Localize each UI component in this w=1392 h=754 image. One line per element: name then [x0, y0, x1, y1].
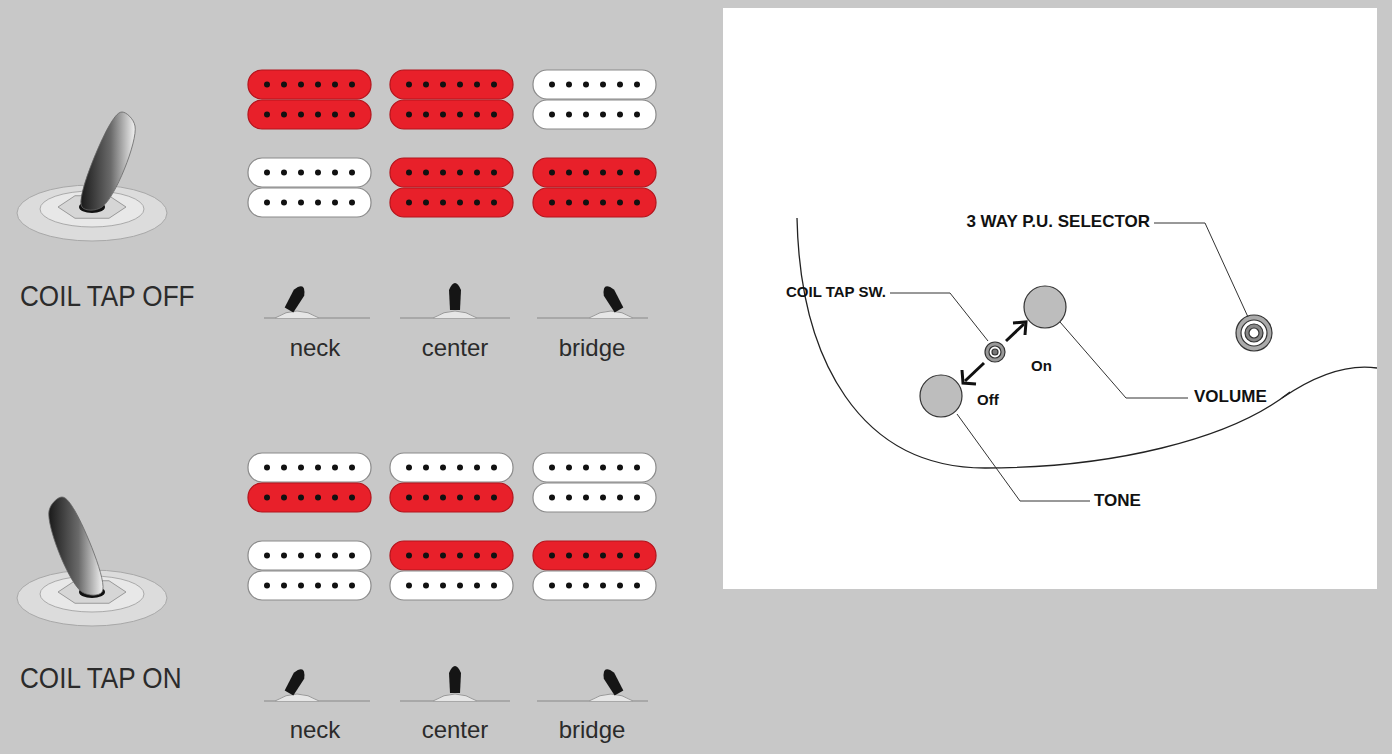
state-label: COIL TAP OFF	[20, 282, 195, 311]
control-label: Off	[977, 392, 999, 407]
leader-lines	[890, 223, 1248, 501]
control-label: TONE	[1094, 492, 1141, 509]
control-label: COIL TAP SW.	[786, 284, 886, 299]
knobs	[920, 286, 1272, 417]
switch-arrows	[962, 322, 1026, 384]
state-label: center	[422, 336, 489, 360]
state-label: bridge	[559, 718, 626, 742]
state-label: neck	[290, 336, 341, 360]
tone-knob	[920, 375, 962, 417]
coil-tap-switch	[985, 342, 1005, 362]
control-label: 3 WAY P.U. SELECTOR	[966, 213, 1150, 230]
control-label: VOLUME	[1194, 388, 1267, 405]
body-outline	[797, 218, 1377, 468]
state-label: COIL TAP ON	[20, 664, 181, 693]
control-panel	[723, 8, 1377, 589]
control-label: On	[1031, 358, 1052, 373]
state-label: center	[422, 718, 489, 742]
toggle-switches	[17, 112, 167, 626]
pickup-diagrams	[248, 70, 656, 600]
state-label: bridge	[559, 336, 626, 360]
selector-positions	[264, 283, 648, 701]
pickup-selector	[1236, 315, 1272, 351]
state-label: neck	[290, 718, 341, 742]
volume-knob	[1024, 286, 1066, 328]
